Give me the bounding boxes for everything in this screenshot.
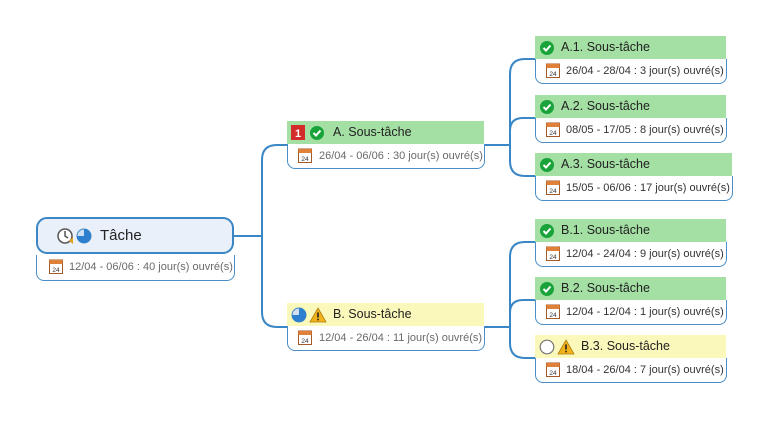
- progress-pie-icon: [76, 228, 92, 244]
- root-title: Tâche: [100, 227, 142, 244]
- a1-title: A.1. Sous-tâche: [561, 40, 650, 54]
- calendar-icon: 24: [546, 63, 560, 78]
- b1-title: B.1. Sous-tâche: [561, 223, 650, 237]
- a1-info: 24 26/04 - 28/04 : 3 jour(s) ouvré(s): [535, 59, 727, 84]
- root-dates: 12/04 - 06/06 : 40 jour(s) ouvré(s): [69, 261, 233, 273]
- svg-text:24: 24: [301, 156, 309, 163]
- calendar-icon: 24: [546, 304, 560, 319]
- b3-header[interactable]: B.3. Sous-tâche: [535, 335, 726, 358]
- svg-text:24: 24: [52, 267, 60, 274]
- branch-b-dates: 12/04 - 26/04 : 11 jour(s) ouvré(s): [319, 332, 483, 344]
- branch-b-title: B. Sous-tâche: [333, 307, 412, 321]
- svg-text:24: 24: [549, 130, 557, 137]
- calendar-icon: 24: [546, 180, 560, 195]
- svg-text:24: 24: [549, 188, 557, 195]
- warning-icon: [557, 339, 575, 355]
- root-icons: [57, 227, 93, 250]
- b3-title: B.3. Sous-tâche: [581, 339, 670, 353]
- branch-a-info: 24 26/04 - 06/06 : 30 jour(s) ouvré(s): [287, 144, 485, 169]
- branch-a-title: A. Sous-tâche: [333, 125, 412, 139]
- branch-a-header[interactable]: 1 A. Sous-tâche: [287, 121, 484, 144]
- check-icon: [540, 41, 554, 55]
- calendar-icon: 24: [546, 122, 560, 137]
- a1-dates: 26/04 - 28/04 : 3 jour(s) ouvré(s): [566, 65, 724, 77]
- b1-header[interactable]: B.1. Sous-tâche: [535, 219, 726, 242]
- b2-dates: 12/04 - 12/04 : 1 jour(s) ouvré(s): [566, 306, 724, 318]
- a2-title: A.2. Sous-tâche: [561, 99, 650, 113]
- clock-icon: [57, 228, 73, 244]
- branch-b-header[interactable]: B. Sous-tâche: [287, 303, 484, 326]
- branch-b-info: 24 12/04 - 26/04 : 11 jour(s) ouvré(s): [287, 326, 485, 351]
- a3-title: A.3. Sous-tâche: [561, 157, 650, 171]
- calendar-icon: 24: [546, 362, 560, 377]
- svg-text:24: 24: [549, 71, 557, 78]
- check-icon: [540, 224, 554, 238]
- b2-info: 24 12/04 - 12/04 : 1 jour(s) ouvré(s): [535, 300, 727, 325]
- a3-info: 24 15/05 - 06/06 : 17 jour(s) ouvré(s): [535, 176, 733, 201]
- svg-text:1: 1: [295, 128, 301, 140]
- calendar-icon: 24: [546, 246, 560, 261]
- b3-info: 24 18/04 - 26/04 : 7 jour(s) ouvré(s): [535, 358, 727, 383]
- svg-text:24: 24: [549, 370, 557, 377]
- b2-header[interactable]: B.2. Sous-tâche: [535, 277, 726, 300]
- check-icon: [540, 282, 554, 296]
- calendar-icon: 24: [49, 259, 63, 274]
- progress-pie-icon: [291, 307, 307, 323]
- root-info: 24 12/04 - 06/06 : 40 jour(s) ouvré(s): [36, 255, 235, 281]
- a1-header[interactable]: A.1. Sous-tâche: [535, 36, 726, 59]
- empty-progress-icon: [539, 339, 555, 355]
- check-icon: [540, 100, 554, 114]
- a2-info: 24 08/05 - 17/05 : 8 jour(s) ouvré(s): [535, 118, 727, 143]
- branch-a-dates: 26/04 - 06/06 : 30 jour(s) ouvré(s): [319, 150, 483, 162]
- b1-dates: 12/04 - 24/04 : 9 jour(s) ouvré(s): [566, 248, 724, 260]
- calendar-icon: 24: [298, 330, 312, 345]
- a2-dates: 08/05 - 17/05 : 8 jour(s) ouvré(s): [566, 124, 724, 136]
- b1-info: 24 12/04 - 24/04 : 9 jour(s) ouvré(s): [535, 242, 727, 267]
- b2-title: B.2. Sous-tâche: [561, 281, 650, 295]
- calendar-icon: 24: [298, 148, 312, 163]
- svg-text:24: 24: [549, 254, 557, 261]
- a3-dates: 15/05 - 06/06 : 17 jour(s) ouvré(s): [566, 182, 730, 194]
- check-icon: [540, 158, 554, 172]
- svg-text:24: 24: [549, 312, 557, 319]
- warning-icon: [309, 307, 327, 323]
- a2-header[interactable]: A.2. Sous-tâche: [535, 95, 726, 118]
- b3-dates: 18/04 - 26/04 : 7 jour(s) ouvré(s): [566, 364, 724, 376]
- svg-text:24: 24: [301, 338, 309, 345]
- a3-header[interactable]: A.3. Sous-tâche: [535, 153, 732, 176]
- root-node-box[interactable]: [36, 217, 234, 254]
- check-icon: [310, 126, 324, 140]
- priority-1-icon: 1: [291, 125, 305, 140]
